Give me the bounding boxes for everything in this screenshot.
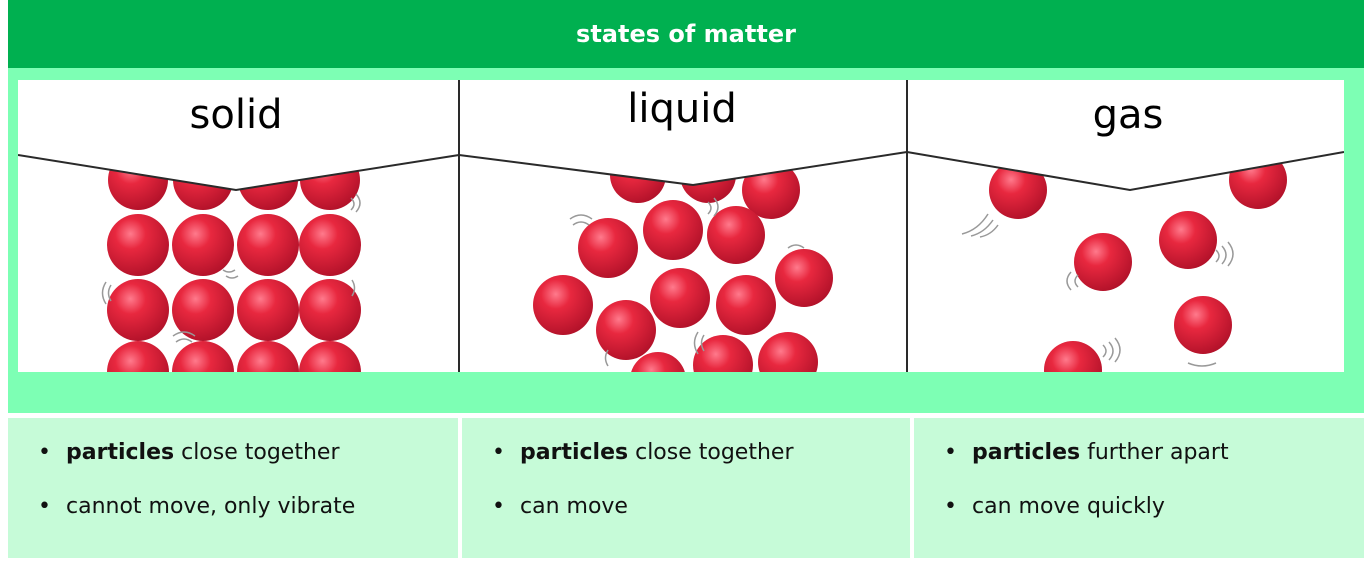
fact-text: close together [628, 440, 794, 465]
list-item: can move quickly [944, 492, 1364, 522]
keyword: particles [972, 440, 1081, 465]
title-text: states of matter [576, 20, 796, 48]
fact-text: can move quickly [972, 494, 1165, 519]
state-label-gas: gas [1092, 92, 1164, 138]
fact-text: further apart [1080, 440, 1229, 465]
fact-text: can move [520, 494, 628, 519]
states-diagram: solid liquid gas [18, 80, 1344, 372]
label-caps [18, 80, 1344, 192]
facts-row: particles close together cannot move, on… [8, 413, 1364, 571]
facts-list: particles further apart can move quickly [944, 438, 1364, 522]
facts-solid: particles close together cannot move, on… [8, 418, 458, 558]
keyword: particles [66, 440, 175, 465]
state-label-liquid: liquid [627, 86, 737, 132]
list-item: particles further apart [944, 438, 1364, 468]
list-item: particles close together [38, 438, 458, 468]
list-item: particles close together [492, 438, 910, 468]
particles-illustration [18, 80, 1344, 372]
state-label-solid: solid [189, 92, 283, 138]
keyword: particles [520, 440, 629, 465]
list-item: can move [492, 492, 910, 522]
page-title: states of matter [8, 0, 1364, 68]
facts-liquid: particles close together can move [462, 418, 910, 558]
list-item: cannot move, only vibrate [38, 492, 458, 522]
facts-list: particles close together cannot move, on… [38, 438, 458, 522]
facts-gas: particles further apart can move quickly [914, 418, 1364, 558]
fact-text: close together [174, 440, 340, 465]
facts-list: particles close together can move [492, 438, 910, 522]
fact-text: cannot move, only vibrate [66, 494, 356, 519]
